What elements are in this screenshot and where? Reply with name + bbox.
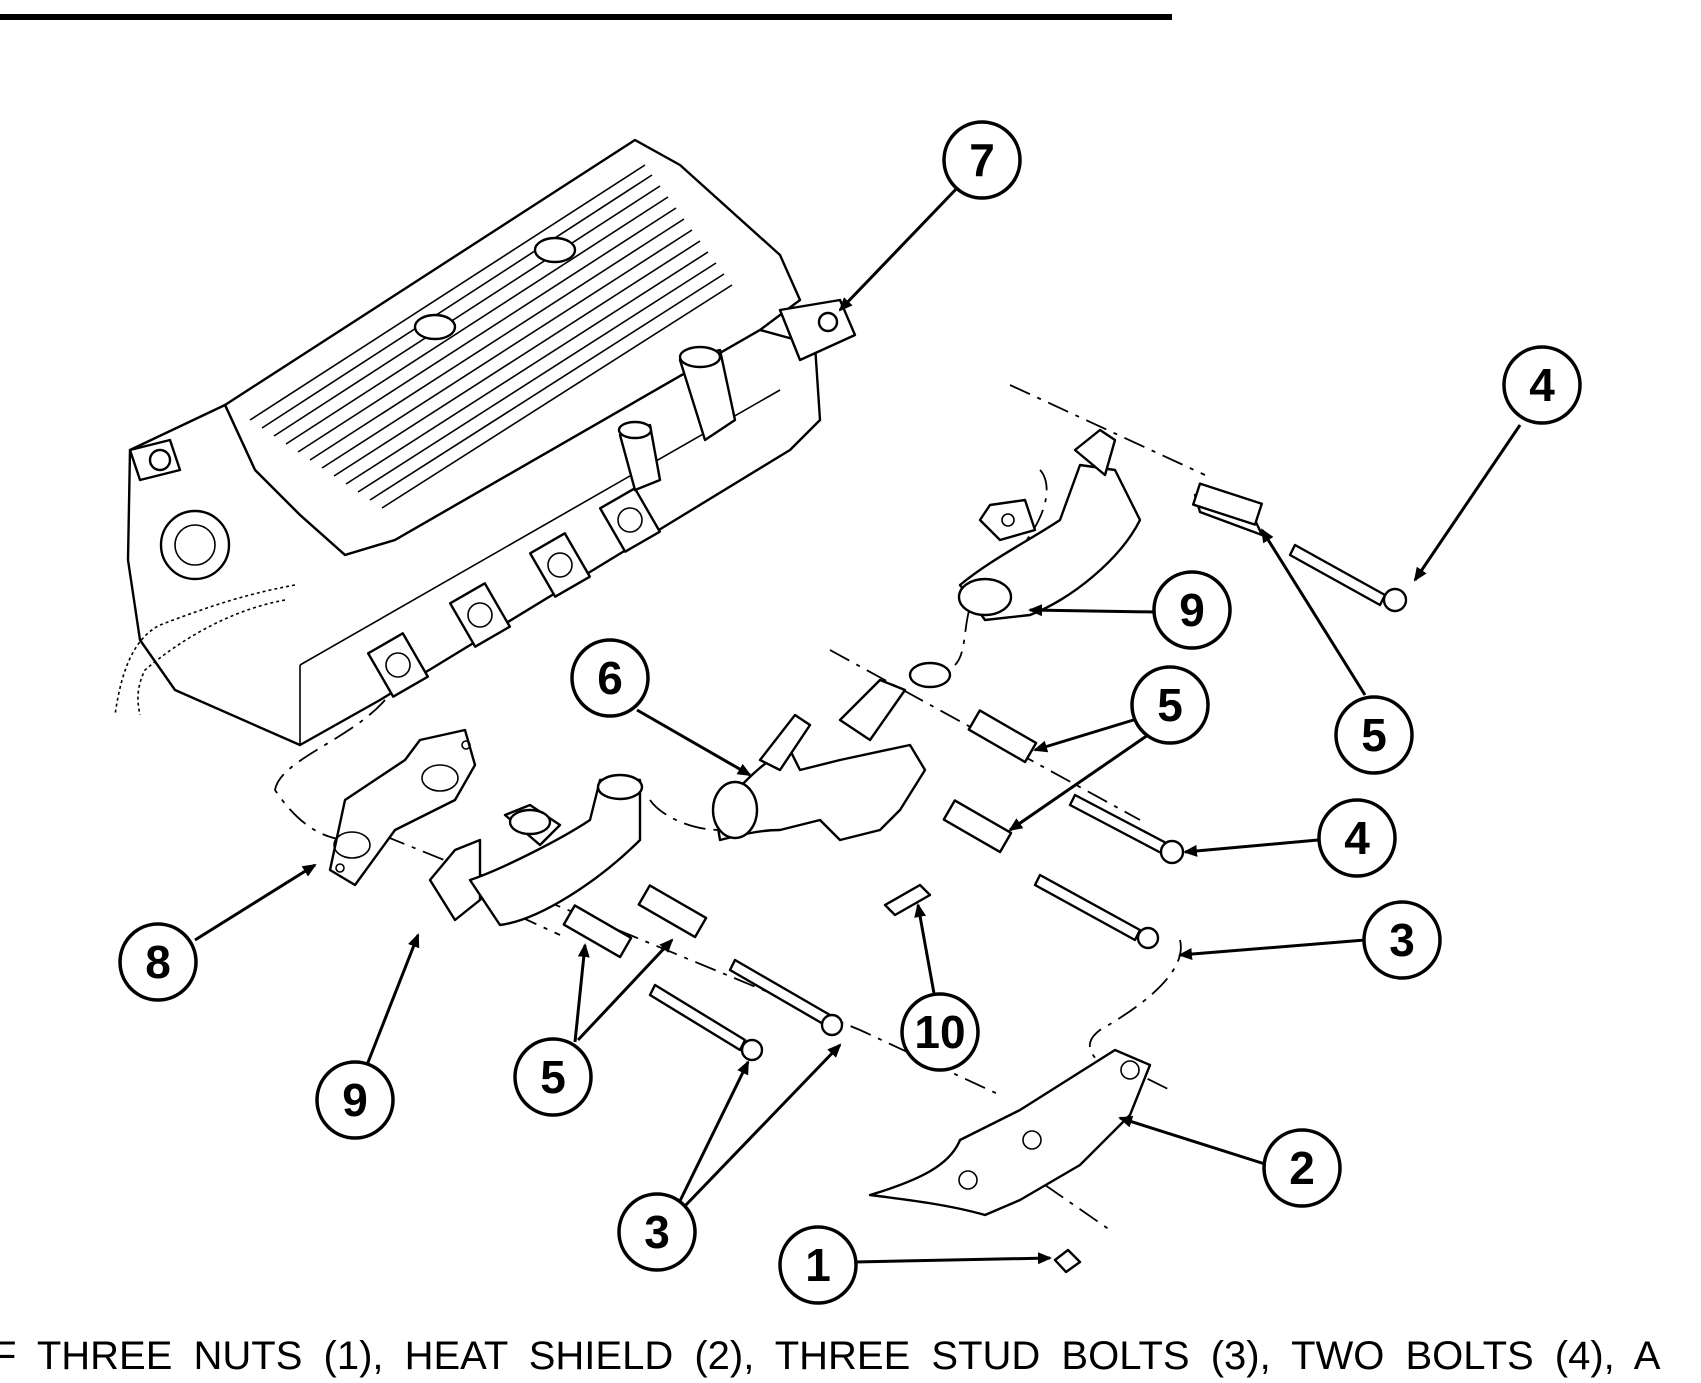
callout-10: 10 (900, 992, 980, 1072)
callout-2: 2 (1262, 1128, 1342, 1208)
callout-6: 6 (570, 638, 650, 718)
callout-7: 7 (942, 120, 1022, 200)
svg-text:1: 1 (805, 1239, 831, 1291)
svg-text:6: 6 (597, 652, 623, 704)
callout-5-middle: 5 (1130, 665, 1210, 745)
gasket (328, 728, 477, 887)
svg-text:10: 10 (914, 1006, 965, 1058)
heat-shield (868, 1048, 1152, 1217)
callout-1: 1 (778, 1225, 858, 1305)
svg-text:7: 7 (969, 134, 995, 186)
exhaust-pipe-lower (428, 773, 644, 927)
callout-9-upper: 9 (1152, 570, 1232, 650)
wiring-harness (114, 584, 296, 716)
leader-lines (194, 183, 1522, 1265)
caption-text: F THREE NUTS (1), HEAT SHIELD (2), THREE… (0, 1334, 1661, 1378)
svg-text:2: 2 (1289, 1142, 1315, 1194)
callout-3-lower: 3 (617, 1192, 697, 1272)
callout-5-lower: 5 (513, 1037, 593, 1117)
callout-4-top: 4 (1502, 345, 1582, 425)
svg-text:9: 9 (1179, 584, 1205, 636)
svg-text:4: 4 (1344, 812, 1370, 864)
top-rule (0, 14, 1172, 20)
callout-4-middle: 4 (1317, 798, 1397, 878)
svg-text:9: 9 (342, 1074, 368, 1126)
svg-text:5: 5 (1361, 709, 1387, 761)
cylinder-head (126, 138, 857, 747)
callout-9-lower: 9 (315, 1060, 395, 1140)
svg-text:5: 5 (1157, 679, 1183, 731)
callout-8: 8 (118, 922, 198, 1002)
exhaust-pipe-upper (957, 428, 1142, 622)
callout-5-right: 5 (1334, 695, 1414, 775)
svg-text:3: 3 (644, 1206, 670, 1258)
svg-text:3: 3 (1389, 914, 1415, 966)
exploded-view-diagram: 7 4 9 5 6 5 4 3 8 9 5 10 2 3 1 (114, 120, 1582, 1305)
svg-text:8: 8 (145, 936, 171, 988)
callout-3-right: 3 (1362, 900, 1442, 980)
bolts (648, 543, 1408, 1274)
exhaust-pipe-middle (711, 661, 952, 842)
spacers (562, 482, 1264, 959)
svg-text:5: 5 (540, 1051, 566, 1103)
svg-text:4: 4 (1529, 359, 1555, 411)
